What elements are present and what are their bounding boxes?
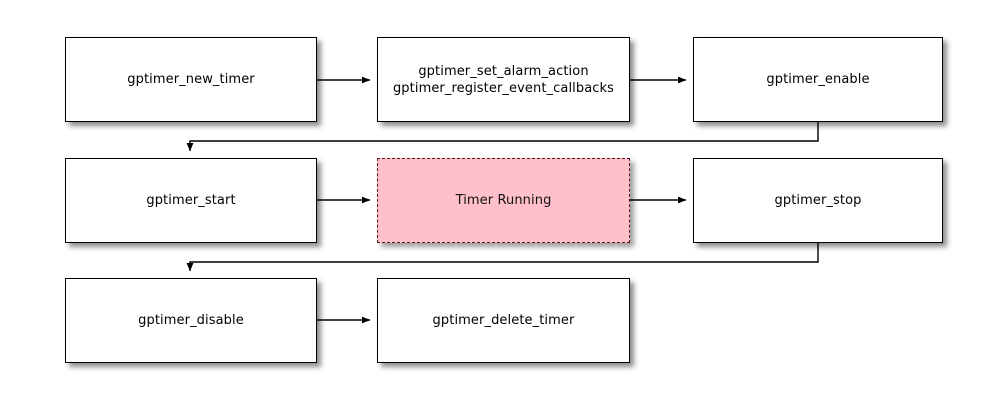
node-delete_timer[interactable]: gptimer_delete_timer: [377, 278, 630, 363]
node-label-set_alarm: gptimer_set_alarm_action gptimer_registe…: [392, 63, 615, 96]
node-label-timer_running: Timer Running: [455, 193, 552, 208]
node-enable[interactable]: gptimer_enable: [693, 37, 943, 122]
node-label-start: gptimer_start: [146, 193, 236, 208]
node-label-stop: gptimer_stop: [774, 193, 862, 208]
edge-enable-to-start: [186, 122, 819, 152]
node-label-enable: gptimer_enable: [766, 72, 870, 87]
node-timer_running[interactable]: Timer Running: [377, 158, 630, 243]
node-stop[interactable]: gptimer_stop: [693, 158, 943, 243]
node-start[interactable]: gptimer_start: [65, 158, 317, 243]
node-label-new_timer: gptimer_new_timer: [127, 72, 255, 87]
node-disable[interactable]: gptimer_disable: [65, 278, 317, 363]
edge-stop-to-disable: [186, 243, 819, 272]
node-set_alarm[interactable]: gptimer_set_alarm_action gptimer_registe…: [377, 37, 630, 122]
node-label-disable: gptimer_disable: [138, 313, 244, 328]
node-label-delete_timer: gptimer_delete_timer: [432, 313, 575, 328]
node-new_timer[interactable]: gptimer_new_timer: [65, 37, 317, 122]
